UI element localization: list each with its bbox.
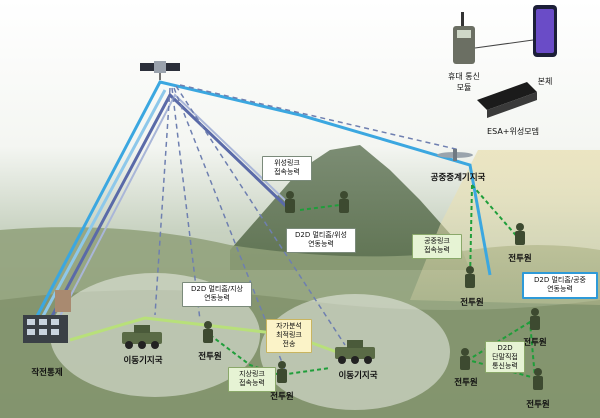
soldier-icons [203,191,543,390]
self-org-line2: 최적링크 [276,331,302,339]
command-label: 작전통제 [31,368,63,378]
terminal-label-text: 휴대 통신 모듈 [448,72,480,92]
d2d-air-box: D2D 멀티홉/공중 연동능력 [522,272,598,299]
sat-link-line2: 접속능력 [274,168,300,176]
d2d-sat-line1: D2D 멀티홉/위성 [294,231,348,239]
sat-link-2 [40,89,167,319]
self-org-box: 자가분석 최적링크 전송 [266,319,312,353]
self-org-line3: 전송 [282,340,296,348]
sat-link-3 [48,92,292,321]
radio-terminal-icon [453,12,475,64]
d2d-direct-line1: D2D [497,344,513,352]
terminal-label: 휴대 통신 모듈 [436,71,492,93]
device-cable [474,39,534,49]
satellite-icon [140,61,180,80]
soldier-label-1: 전투원 [198,352,222,362]
foreground [0,290,600,418]
d2d-direct-line3: 통신능력 [492,362,518,370]
air-relay-cone [410,150,600,305]
d2d-ground-line2: 연동능력 [204,294,230,302]
sat-link-line1: 위성링크 [274,159,300,167]
d2d-air-line1: D2D 멀티홉/공중 [533,276,587,284]
d2d-sat-line2: 연동능력 [308,240,334,248]
air-relay-label: 공중중계기지국 [430,173,486,183]
soldier-label-4: 전투원 [508,254,532,264]
esa-label: ESA+위성모뎀 [487,127,539,136]
sat-link-1 [33,80,492,321]
d2d-ground-line1: D2D 멀티홉/지상 [190,285,244,293]
phone-label: 본체 [537,77,553,86]
sat-link-4 [57,93,291,321]
smartphone-icon [533,5,557,57]
esa-modem-icon [477,82,537,118]
soldier-label-2: 전투원 [270,392,294,402]
air-link-box: 공중링크 접속능력 [412,234,462,259]
drone-icon [437,149,473,161]
soldier-label-5: 전투원 [523,338,547,348]
d2d-ground-box: D2D 멀티홉/지상 연동능력 [182,282,252,307]
d2d-direct-box: D2D 단말직접 통신능력 [485,341,525,373]
d2d-direct-line2: 단말직접 [492,353,518,361]
ground-link-box: 지상링크 접속능력 [228,367,276,392]
mobile-base-right-label: 이동기지국 [338,371,378,381]
soldier-label-6: 전투원 [454,378,478,388]
d2d-air-line2: 연동능력 [547,285,573,293]
vehicle-left-icon [122,325,162,349]
air-link-line2: 접속능력 [424,246,450,254]
mobile-base-left-label: 이동기지국 [123,356,163,366]
sat-link-box: 위성링크 접속능력 [262,156,312,181]
soldier-label-3: 전투원 [460,298,484,308]
vehicle-right-icon [335,340,375,364]
ground-link-line2: 접속능력 [239,379,265,387]
ground-link-line1: 지상링크 [239,370,265,378]
d2d-sat-box: D2D 멀티홉/위성 연동능력 [286,228,356,253]
command-post-icon [23,290,71,343]
self-org-line1: 자가분석 [276,322,302,330]
soldier-label-7: 전투원 [526,400,550,410]
air-link-line1: 공중링크 [424,237,450,245]
